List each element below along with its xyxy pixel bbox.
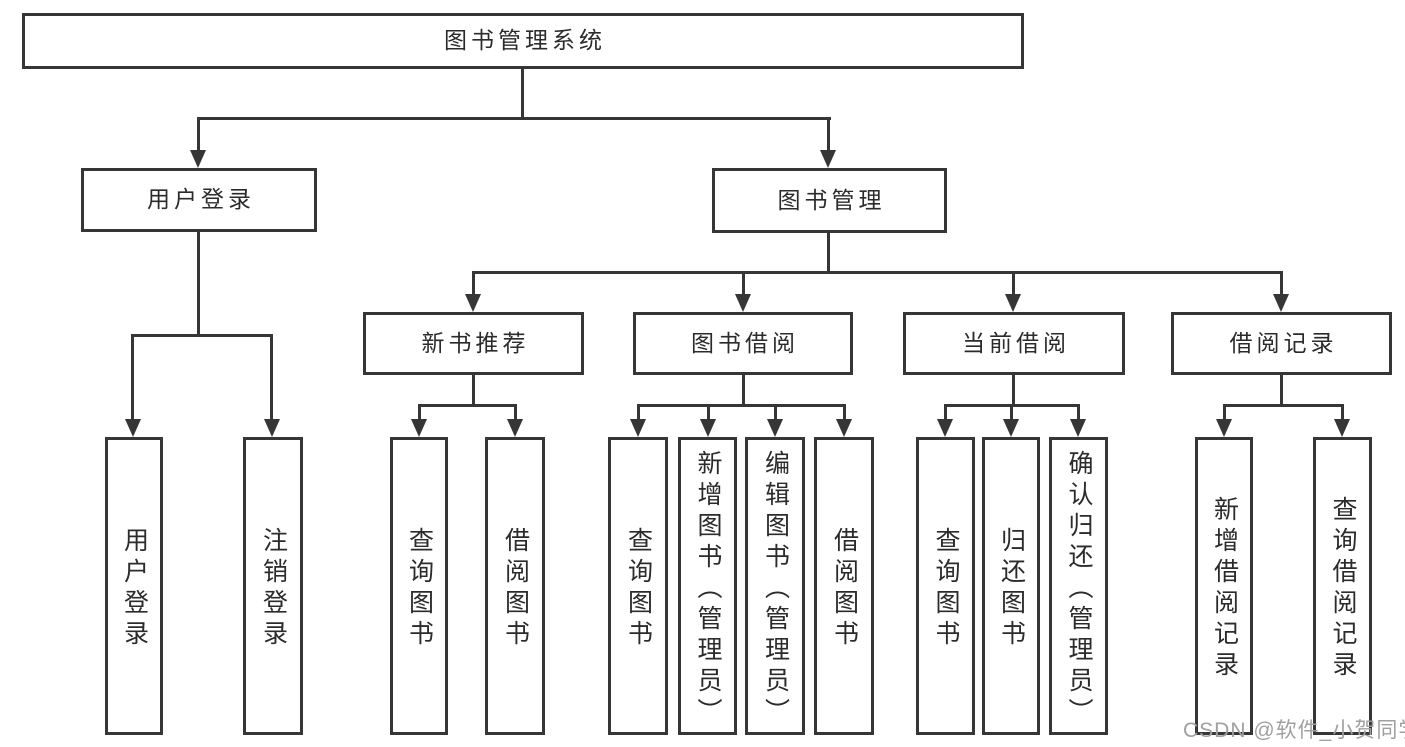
leaf-label: 借阅图书 — [501, 527, 530, 651]
connector-v-line — [1223, 404, 1226, 421]
connector-v-line — [1280, 271, 1283, 296]
connector-v-line — [1012, 271, 1015, 296]
arrow-down-icon — [937, 419, 953, 437]
arrow-down-icon — [507, 419, 523, 437]
connector-v-line — [637, 404, 640, 421]
connector-v-line — [197, 117, 200, 152]
arrow-down-icon — [411, 419, 427, 437]
leaf-label: 查询借阅记录 — [1329, 496, 1357, 682]
leaf-label: 归还图书 — [997, 527, 1026, 651]
arrow-down-icon — [1003, 419, 1019, 437]
leaf-label: 新增图书（管理员） — [694, 449, 722, 729]
arrow-down-icon — [190, 150, 206, 168]
leaf-query-books-current: 查询图书 — [916, 437, 975, 735]
arrow-down-icon — [1334, 419, 1350, 437]
leaf-add-borrow-record: 新增借阅记录 — [1195, 437, 1253, 735]
connector-v-line — [270, 334, 273, 421]
connector-v-line — [521, 69, 524, 118]
node-label: 图书管理系统 — [444, 27, 606, 54]
connector-h-line — [132, 334, 273, 337]
connector-v-line — [1341, 404, 1344, 421]
leaf-query-books-borrow: 查询图书 — [608, 437, 668, 735]
arrow-down-icon — [1216, 419, 1232, 437]
node-book-management-system: 图书管理系统 — [22, 13, 1024, 69]
arrow-down-icon — [125, 419, 141, 437]
node-label: 图书借阅 — [691, 329, 799, 356]
connector-v-line — [1280, 375, 1283, 407]
connector-v-line — [472, 271, 475, 296]
node-label: 用户登录 — [147, 186, 255, 213]
leaf-confirm-return-admin: 确认归还（管理员） — [1049, 437, 1108, 735]
leaf-borrow-books: 借阅图书 — [814, 437, 874, 735]
arrow-down-icon — [767, 419, 783, 437]
leaf-logout: 注销登录 — [243, 437, 303, 735]
leaf-borrow-books-recommend: 借阅图书 — [485, 437, 545, 735]
leaf-return-books: 归还图书 — [982, 437, 1040, 735]
connector-v-line — [197, 232, 200, 337]
connector-v-line — [843, 404, 846, 421]
connector-v-line — [418, 404, 421, 421]
arrow-down-icon — [836, 419, 852, 437]
leaf-query-books-recommend: 查询图书 — [390, 437, 448, 735]
leaf-add-book-admin: 新增图书（管理员） — [678, 437, 737, 735]
leaf-label: 用户登录 — [120, 527, 149, 651]
connector-v-line — [514, 404, 517, 421]
node-new-book-recommend: 新书推荐 — [363, 312, 584, 375]
node-borrow-records: 借阅记录 — [1171, 312, 1392, 375]
connector-h-line — [637, 404, 845, 407]
connector-v-line — [827, 117, 830, 152]
node-book-management: 图书管理 — [712, 168, 947, 233]
leaf-query-borrow-record: 查询借阅记录 — [1313, 437, 1372, 735]
node-book-borrow: 图书借阅 — [633, 312, 853, 375]
arrow-down-icon — [1273, 294, 1289, 312]
connector-v-line — [472, 375, 475, 407]
leaf-label: 编辑图书（管理员） — [761, 449, 790, 729]
node-label: 图书管理 — [777, 186, 886, 213]
arrow-down-icon — [820, 150, 836, 168]
leaf-label: 查询图书 — [932, 527, 960, 651]
connector-v-line — [707, 404, 710, 421]
leaf-user-login: 用户登录 — [105, 437, 163, 735]
leaf-edit-book-admin: 编辑图书（管理员） — [745, 437, 805, 735]
connector-h-line — [197, 117, 831, 120]
arrow-down-icon — [1070, 419, 1086, 437]
arrow-down-icon — [700, 419, 716, 437]
connector-h-line — [1223, 404, 1343, 407]
arrow-down-icon — [465, 294, 481, 312]
connector-h-line — [418, 404, 517, 407]
connector-v-line — [1077, 404, 1080, 421]
node-user-login: 用户登录 — [81, 168, 317, 232]
leaf-label: 查询图书 — [624, 527, 653, 651]
arrow-down-icon — [264, 419, 280, 437]
watermark: CSDN @软件_小贺同学 — [1183, 719, 1405, 742]
connector-h-line — [472, 271, 1283, 274]
connector-v-line — [774, 404, 777, 421]
connector-v-line — [742, 271, 745, 296]
connector-v-line — [944, 404, 947, 421]
node-label: 借阅记录 — [1229, 329, 1338, 356]
connector-v-line — [742, 375, 745, 407]
leaf-label: 查询图书 — [405, 527, 434, 651]
node-current-borrow: 当前借阅 — [903, 312, 1125, 375]
connector-v-line — [1010, 404, 1013, 421]
node-label: 当前借阅 — [962, 329, 1070, 356]
arrow-down-icon — [630, 419, 646, 437]
arrow-down-icon — [735, 294, 751, 312]
leaf-label: 新增借阅记录 — [1210, 496, 1239, 682]
arrow-down-icon — [1005, 294, 1021, 312]
leaf-label: 确认归还（管理员） — [1065, 449, 1093, 729]
connector-v-line — [131, 334, 134, 421]
node-label: 新书推荐 — [421, 329, 530, 356]
leaf-label: 注销登录 — [259, 527, 288, 651]
leaf-label: 借阅图书 — [830, 527, 859, 651]
connector-v-line — [1012, 375, 1015, 407]
connector-v-line — [827, 233, 830, 274]
